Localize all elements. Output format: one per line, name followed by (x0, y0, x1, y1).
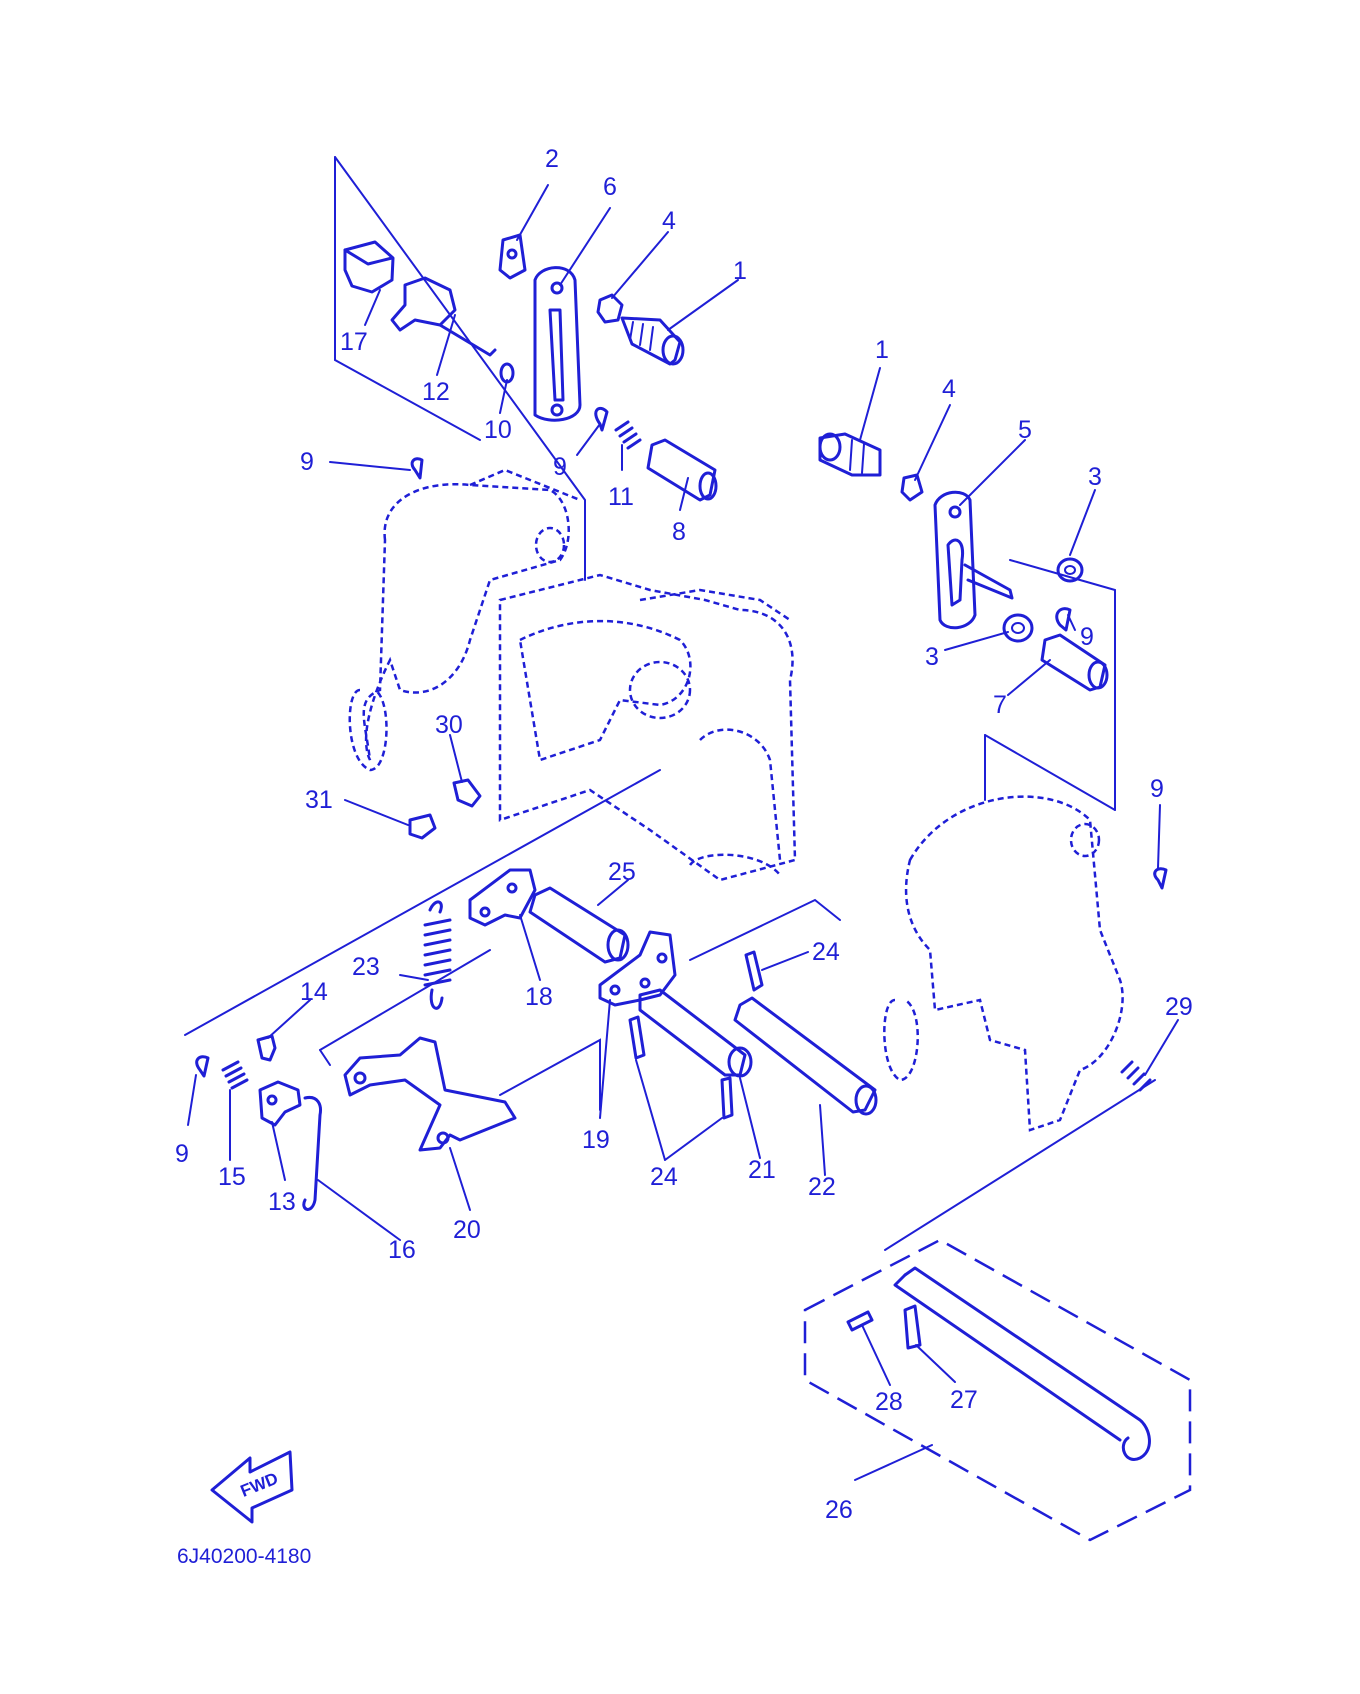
leader-lines (187, 184, 1179, 1481)
part-20-lever (343, 1036, 517, 1152)
part-4-nut-right (900, 473, 924, 502)
callout-25: 25 (608, 858, 636, 886)
part-8-pin (646, 438, 718, 502)
part-27-pin (903, 1304, 922, 1350)
callout-29: 29 (1165, 993, 1193, 1021)
callout-6: 6 (603, 173, 617, 201)
part-3-washer-right-lower (1002, 613, 1034, 643)
part-14-bolt (256, 1034, 277, 1062)
callout-10: 10 (484, 416, 512, 444)
part-11-spring-upper (614, 420, 642, 450)
callout-1-right: 1 (875, 336, 889, 364)
part-24-pin-upper (744, 950, 764, 992)
part-17-handle-cap (343, 240, 395, 294)
part-13-cam (258, 1080, 302, 1127)
part-26-tilt-rod (893, 1266, 1151, 1461)
part-18-bracket (468, 868, 537, 927)
callout-28: 28 (875, 1388, 903, 1416)
callout-5: 5 (1018, 416, 1032, 444)
callout-9-right: 9 (1080, 623, 1094, 651)
right-clamp-bracket-outline (883, 795, 1124, 1132)
part-29-spring (1120, 1060, 1152, 1092)
callout-7: 7 (993, 691, 1007, 719)
part-19-bracket (598, 930, 677, 1007)
callout-30: 30 (435, 711, 463, 739)
part-22-shaft (733, 996, 878, 1116)
part-9-circlip-right (1055, 607, 1072, 632)
part-4-nut (596, 293, 624, 324)
callout-22: 22 (808, 1173, 836, 1201)
callout-23: 23 (352, 953, 380, 981)
callout-20: 20 (453, 1216, 481, 1244)
part-9-circlip-upper (594, 407, 609, 432)
part-24-pin-left (628, 1015, 646, 1060)
part-12-tilt-lever (390, 276, 497, 357)
callout-21: 21 (748, 1156, 776, 1184)
callout-18: 18 (525, 983, 553, 1011)
part-16-rod (302, 1095, 322, 1211)
part-25-tube (528, 886, 630, 964)
part-1-bolt-upper (620, 316, 685, 366)
fwd-arrow: FWD (210, 1450, 294, 1524)
document-code: 6J40200-4180 (177, 1545, 311, 1568)
callout-19: 19 (582, 1126, 610, 1154)
callout-4-upper: 4 (662, 207, 676, 235)
part-28-pin (846, 1310, 874, 1332)
part-15-spring (221, 1060, 249, 1090)
part-9-circlip-left (410, 457, 424, 480)
callout-2: 2 (545, 145, 559, 173)
callout-15: 15 (218, 1163, 246, 1191)
callout-12: 12 (422, 378, 450, 406)
callout-17: 17 (340, 328, 368, 356)
callout-3-upper: 3 (1088, 463, 1102, 491)
callout-11: 11 (608, 483, 634, 511)
callout-9-upper: 9 (553, 453, 567, 481)
callout-3-lower: 3 (925, 643, 939, 671)
part-31-screw (408, 813, 437, 840)
callout-9-lower: 9 (175, 1140, 189, 1168)
callout-9-left: 9 (300, 448, 314, 476)
callout-1-upper: 1 (733, 257, 747, 285)
callout-16: 16 (388, 1236, 416, 1264)
part-5-link-plate (933, 490, 1014, 630)
left-clamp-bracket-outline (348, 468, 581, 772)
callout-24-lower: 24 (650, 1163, 678, 1191)
callout-4-right: 4 (942, 375, 956, 403)
part-9-circlip-lower (195, 1055, 210, 1078)
part-21-rod (638, 988, 753, 1120)
assembly-lines (184, 156, 1192, 1542)
part-30-clip (452, 778, 482, 808)
fwd-label: FWD (238, 1469, 281, 1501)
part-1-bolt-right (818, 432, 882, 477)
part-2-plate (498, 233, 527, 280)
part-9-circlip-far-right (1153, 867, 1168, 890)
part-6-link-plate (533, 266, 582, 422)
callout-9-far-right: 9 (1150, 775, 1164, 803)
part-7-pin (1040, 633, 1109, 692)
part-23-spring (423, 900, 452, 1010)
callout-31: 31 (305, 786, 333, 814)
callout-labels: 2 6 4 1 17 12 10 9 9 11 8 1 4 5 3 9 3 7 … (175, 145, 1193, 1524)
swivel-bracket-outline (498, 573, 797, 882)
callout-14: 14 (300, 978, 328, 1006)
callout-13: 13 (268, 1188, 296, 1216)
callout-24-upper: 24 (812, 938, 840, 966)
callout-26: 26 (825, 1496, 853, 1524)
callout-8: 8 (672, 518, 686, 546)
part-3-washer-right-upper (1056, 557, 1084, 583)
callout-27: 27 (950, 1386, 978, 1414)
